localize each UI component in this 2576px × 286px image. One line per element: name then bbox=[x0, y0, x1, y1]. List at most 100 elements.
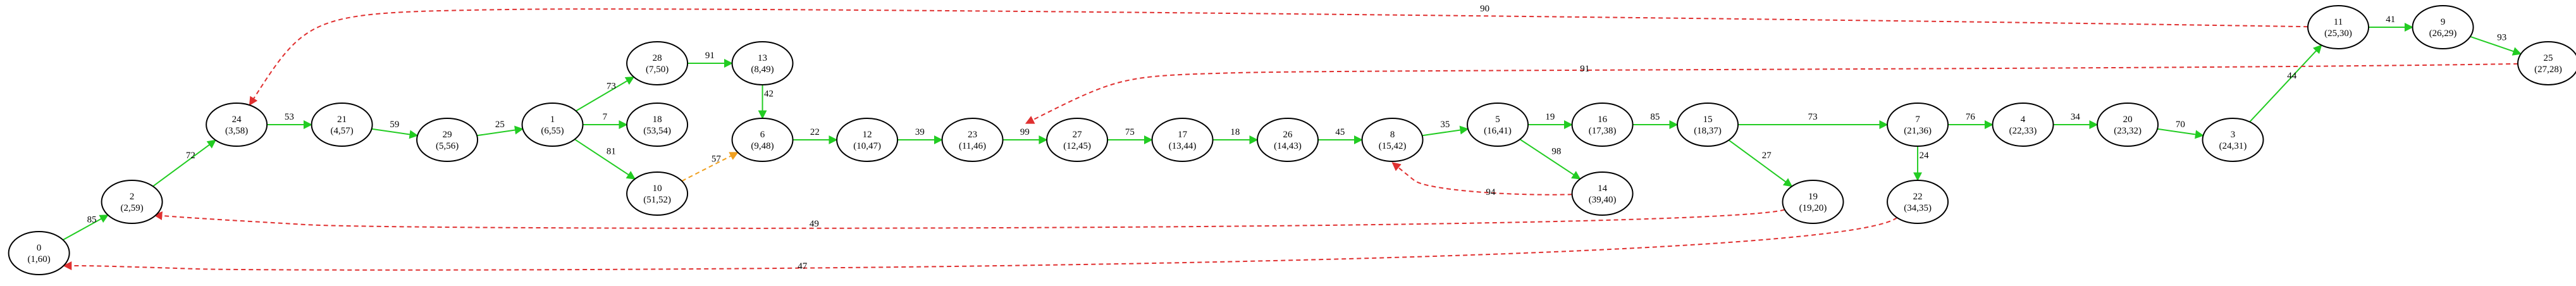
edge-weight-label: 49 bbox=[810, 219, 819, 229]
node-id-label: 15 bbox=[1703, 115, 1713, 125]
node-7: 7(21,36) bbox=[1887, 103, 1949, 147]
edge-1-to-28: 73 bbox=[576, 76, 635, 112]
node-ellipse bbox=[2097, 103, 2159, 147]
node-ellipse bbox=[2202, 118, 2264, 162]
edge-20-to-3: 70 bbox=[2157, 120, 2204, 139]
edge-line bbox=[2249, 44, 2322, 123]
node-24: 24(3,58) bbox=[206, 103, 268, 147]
node-ellipse bbox=[311, 103, 373, 147]
node-22: 22(34,35) bbox=[1887, 180, 1949, 224]
node-18: 18(53,54) bbox=[626, 103, 689, 147]
node-ellipse bbox=[731, 41, 794, 85]
node-ellipse bbox=[1571, 171, 1634, 216]
node-ellipse bbox=[1887, 180, 1949, 224]
node-interval-label: (13,44) bbox=[1169, 141, 1197, 151]
node-ellipse bbox=[1677, 103, 1739, 147]
edge-weight-label: 45 bbox=[1335, 127, 1345, 137]
edge-0-to-2: 85 bbox=[63, 214, 109, 240]
node-id-label: 19 bbox=[1808, 192, 1818, 202]
edge-weight-label: 85 bbox=[1650, 112, 1660, 122]
edge-1-to-10: 81 bbox=[574, 139, 636, 180]
edge-19-to-2: 49 bbox=[153, 209, 1785, 229]
edge-27-to-17: 75 bbox=[1107, 127, 1153, 144]
node-13: 13(8,49) bbox=[731, 41, 794, 85]
edge-6-to-12: 22 bbox=[792, 127, 838, 144]
node-id-label: 16 bbox=[1598, 115, 1608, 125]
edge-12-to-23: 39 bbox=[897, 127, 943, 144]
edge-line bbox=[371, 128, 419, 139]
node-interval-label: (3,58) bbox=[225, 126, 248, 136]
node-interval-label: (14,43) bbox=[1274, 141, 1302, 151]
edge-weight-label: 47 bbox=[798, 261, 808, 271]
node-id-label: 25 bbox=[2544, 53, 2553, 63]
node-id-label: 23 bbox=[968, 130, 977, 140]
node-ellipse bbox=[1571, 103, 1634, 147]
node-id-label: 9 bbox=[2441, 17, 2446, 27]
node-ellipse bbox=[626, 41, 689, 85]
edge-14-to-8: 94 bbox=[1391, 162, 1572, 197]
node-6: 6(9,48) bbox=[731, 118, 794, 162]
edge-29-to-1: 25 bbox=[476, 120, 524, 137]
node-ellipse bbox=[626, 171, 689, 216]
node-interval-label: (12,45) bbox=[1063, 141, 1091, 151]
edge-line bbox=[574, 139, 636, 180]
node-9: 9(26,29) bbox=[2412, 5, 2474, 49]
node-ellipse bbox=[416, 118, 479, 162]
node-12: 12(10,47) bbox=[836, 118, 899, 162]
node-interval-label: (7,50) bbox=[646, 65, 669, 75]
node-23: 23(11,46) bbox=[941, 118, 1004, 162]
node-16: 16(17,38) bbox=[1571, 103, 1634, 147]
edge-21-to-29: 59 bbox=[371, 120, 419, 139]
node-ellipse bbox=[8, 231, 70, 275]
node-interval-label: (1,60) bbox=[28, 254, 51, 264]
edge-line bbox=[2157, 128, 2204, 139]
edge-5-to-14: 98 bbox=[1519, 139, 1581, 180]
edge-weight-label: 7 bbox=[603, 112, 608, 122]
edge-25-to-27: 91 bbox=[1025, 63, 2518, 124]
edge-weight-label: 90 bbox=[1480, 4, 1489, 14]
node-interval-label: (10,47) bbox=[853, 141, 881, 151]
edge-weight-label: 34 bbox=[2071, 112, 2081, 122]
node-id-label: 7 bbox=[1915, 115, 1920, 125]
edge-weight-label: 25 bbox=[495, 120, 505, 130]
node-19: 19(19,20) bbox=[1782, 180, 1844, 224]
edge-9-to-25: 93 bbox=[2470, 33, 2522, 56]
node-ellipse bbox=[521, 103, 584, 147]
edge-weight-label: 19 bbox=[1545, 112, 1555, 122]
node-ellipse bbox=[941, 118, 1004, 162]
node-id-label: 27 bbox=[1073, 130, 1083, 140]
node-id-label: 8 bbox=[1390, 130, 1395, 140]
node-interval-label: (8,49) bbox=[751, 65, 773, 75]
edge-weight-label: 24 bbox=[1920, 151, 1930, 161]
node-id-label: 5 bbox=[1495, 115, 1500, 125]
edge-line bbox=[153, 209, 1785, 229]
edge-weight-label: 81 bbox=[607, 147, 616, 157]
nodes-layer: 0(1,60)2(2,59)24(3,58)21(4,57)29(5,56)1(… bbox=[8, 5, 2576, 275]
edge-line bbox=[476, 125, 524, 137]
node-29: 29(5,56) bbox=[416, 118, 479, 162]
edge-weight-label: 73 bbox=[607, 82, 616, 92]
node-id-label: 1 bbox=[550, 115, 555, 125]
node-1: 1(6,55) bbox=[521, 103, 584, 147]
edge-line bbox=[1519, 139, 1581, 180]
node-id-label: 20 bbox=[2123, 115, 2133, 125]
node-interval-label: (9,48) bbox=[751, 141, 773, 151]
node-id-label: 18 bbox=[653, 115, 662, 125]
node-ellipse bbox=[2412, 5, 2474, 49]
edge-weight-label: 75 bbox=[1125, 127, 1135, 137]
node-8: 8(15,42) bbox=[1361, 118, 1424, 162]
node-20: 20(23,32) bbox=[2097, 103, 2159, 147]
node-25: 25(27,28) bbox=[2517, 41, 2576, 85]
node-ellipse bbox=[1992, 103, 2054, 147]
node-id-label: 28 bbox=[653, 53, 662, 63]
node-id-label: 12 bbox=[863, 130, 872, 140]
edge-weight-label: 41 bbox=[2386, 15, 2395, 25]
node-ellipse bbox=[836, 118, 899, 162]
node-ellipse bbox=[626, 103, 689, 147]
node-interval-label: (25,30) bbox=[2324, 28, 2352, 39]
node-interval-label: (11,46) bbox=[959, 141, 986, 151]
node-14: 14(39,40) bbox=[1571, 171, 1634, 216]
edge-weight-label: 35 bbox=[1440, 120, 1450, 130]
edge-5-to-16: 19 bbox=[1528, 112, 1573, 129]
